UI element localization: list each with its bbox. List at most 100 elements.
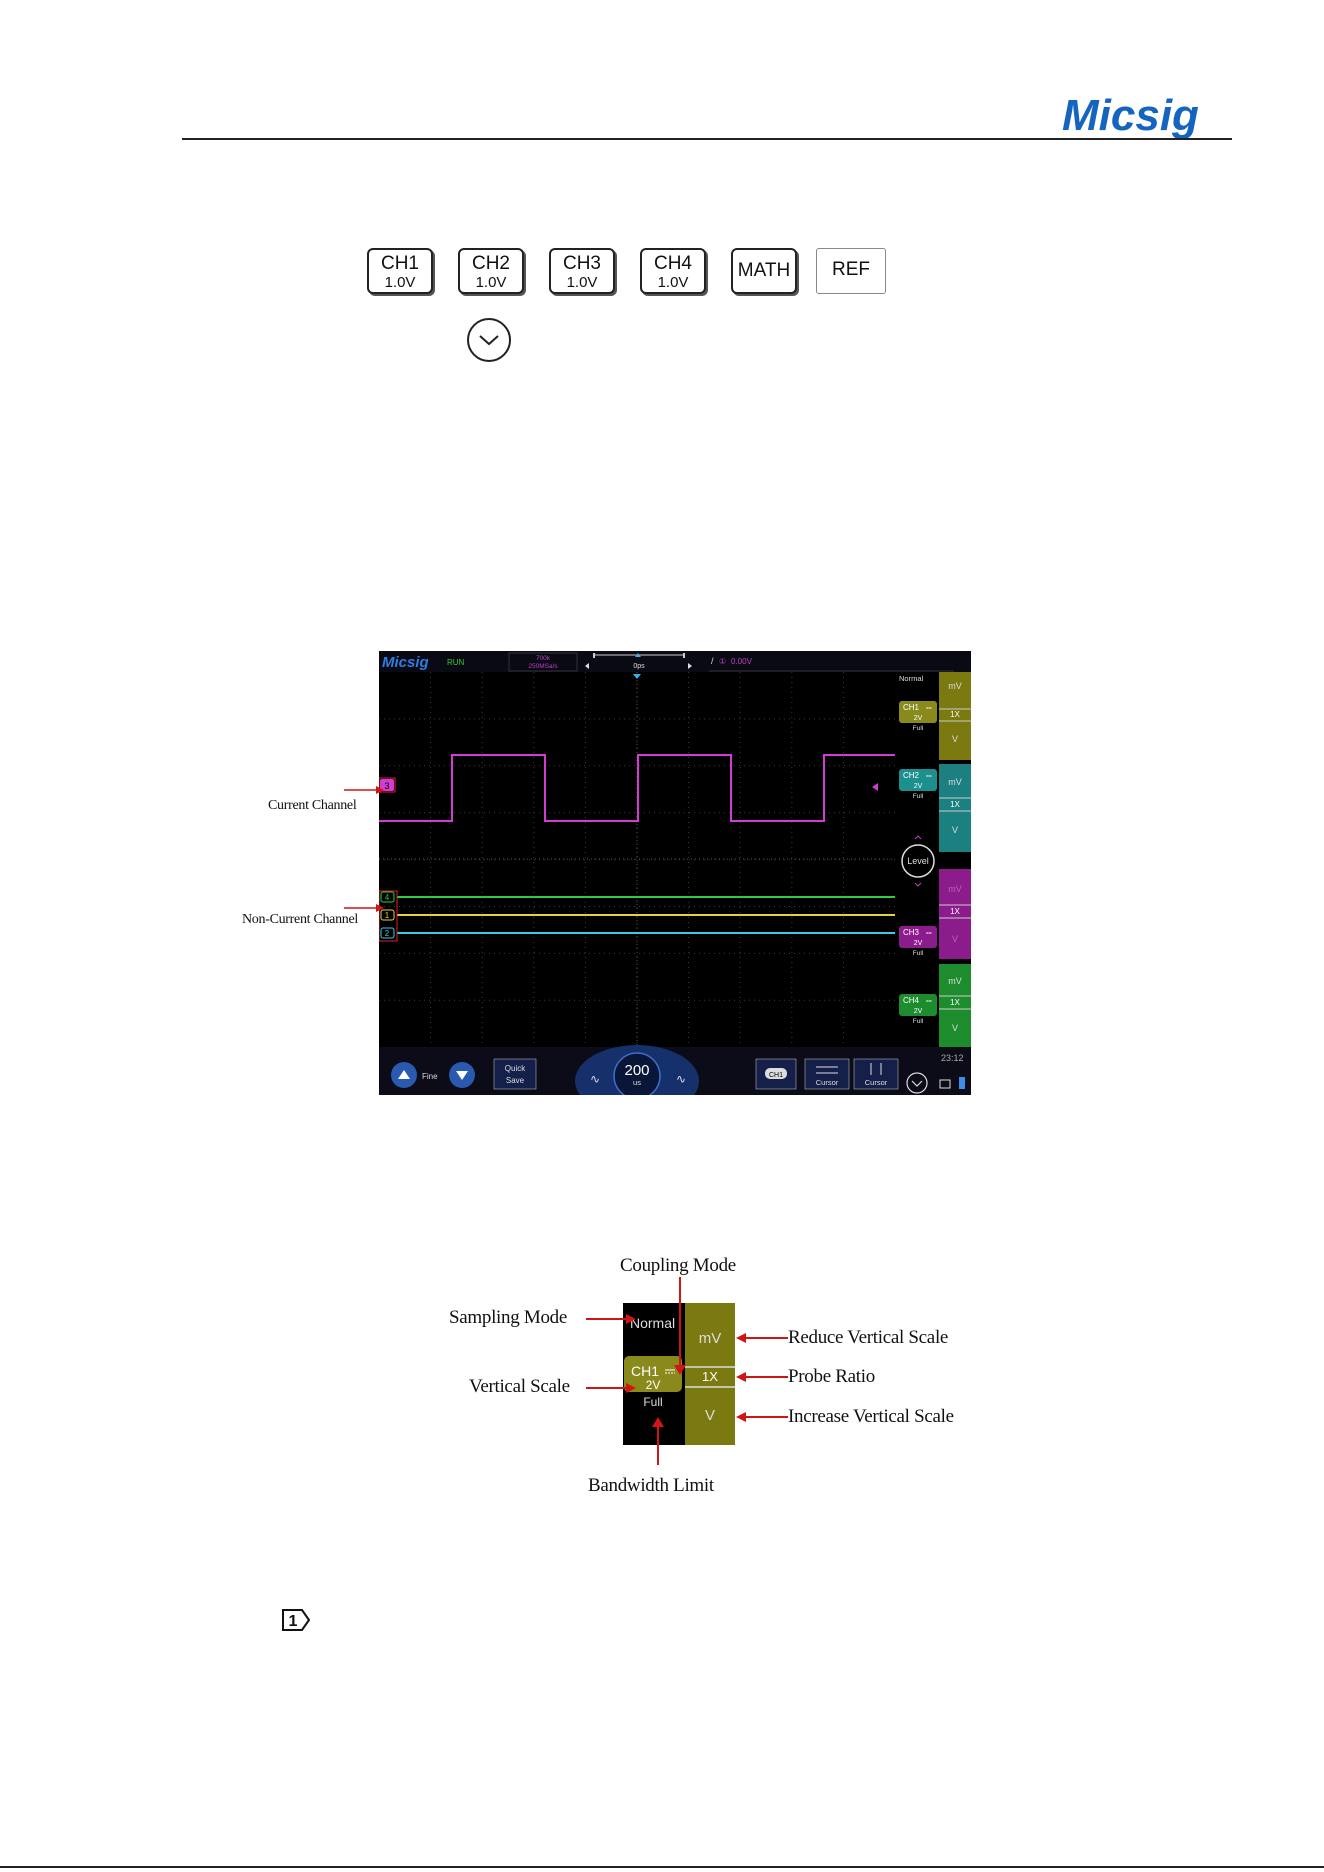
chevron-down-button[interactable]	[467, 318, 511, 362]
battery-icon	[959, 1077, 965, 1089]
scope-svg: Micsig RUN 700k 250MSa/s 0ps / ① 0.00V	[379, 651, 971, 1095]
timebase-knob[interactable]	[613, 1052, 661, 1095]
ch2-scale: 2V	[914, 783, 923, 790]
non-current-channel-arrowhead-icon	[376, 904, 384, 912]
reduce-vertical-scale-callout: Reduce Vertical Scale	[788, 1327, 949, 1348]
ch1-button[interactable]: CH1 1.0V	[367, 248, 433, 294]
ch2-scale-strip	[939, 764, 971, 852]
ch3-increase-button[interactable]: V	[952, 934, 958, 944]
ch1-marker[interactable]: 1	[380, 909, 395, 921]
ch1-scale-badge[interactable]	[899, 701, 937, 723]
note-number: 1	[289, 1613, 298, 1630]
ch2-button-value: 1.0V	[475, 274, 507, 291]
ch3-scale-strip	[939, 869, 971, 959]
ch3-button-value: 1.0V	[566, 274, 598, 291]
micsig-logo: Micsig	[1062, 91, 1199, 140]
triangle-down-icon	[456, 1071, 468, 1080]
level-control[interactable]: Level	[901, 835, 935, 887]
sampling-mode-arrowhead-icon	[626, 1314, 636, 1324]
ch3-button[interactable]: CH3 1.0V	[549, 248, 615, 294]
trigger-slope-icon[interactable]: /	[711, 656, 714, 666]
ch4-reduce-button[interactable]: mV	[948, 976, 962, 986]
current-channel-arrowhead-icon	[376, 786, 384, 794]
annotation-arrows	[344, 786, 384, 912]
probe-ratio-callout: Probe Ratio	[788, 1366, 875, 1387]
detail-bandwidth: Full	[643, 1395, 662, 1409]
channel-chip	[765, 1068, 787, 1079]
sampling-mode[interactable]: Normal	[899, 674, 924, 683]
ch2-scale-badge[interactable]	[899, 769, 937, 791]
ch1-probe-ratio[interactable]: 1X	[950, 710, 960, 719]
ch1-bandwidth: Full	[913, 725, 924, 732]
quick-save-line1: Quick	[505, 1064, 526, 1073]
acquire-box[interactable]	[508, 652, 578, 672]
ch4-probe-ratio[interactable]: 1X	[950, 998, 960, 1007]
ch3-probe-ratio[interactable]: 1X	[950, 907, 960, 916]
trigger-level-marker-icon[interactable]	[872, 783, 878, 791]
ch2-reduce-button[interactable]: mV	[948, 777, 962, 787]
current-channel-marker[interactable]: 3	[379, 777, 396, 793]
math-button-label: MATH	[737, 260, 791, 281]
quick-save-button[interactable]	[493, 1058, 537, 1090]
current-channel-label: Current Channel	[268, 798, 357, 813]
ch4-button[interactable]: CH4 1.0V	[640, 248, 706, 294]
micsig-logo-text: Micsig	[1062, 91, 1199, 140]
ch4-button-label: CH4	[653, 253, 692, 274]
detail-callout-arrows	[586, 1277, 788, 1465]
vertical-cursor-button[interactable]	[853, 1058, 899, 1090]
detail-channel-badge	[624, 1356, 682, 1392]
scope-brand: Micsig	[382, 654, 429, 671]
timebase-increase-icon[interactable]: ∿	[676, 1072, 686, 1086]
ch2-badge-name: CH2	[903, 771, 920, 780]
position-left-arrow-icon[interactable]	[585, 663, 589, 669]
ch2-bandwidth: Full	[913, 793, 924, 800]
ch1-increase-button[interactable]: V	[952, 734, 958, 744]
coupling-mode-callout: Coupling Mode	[620, 1255, 736, 1276]
position-right-arrow-icon[interactable]	[688, 663, 692, 669]
trigger-level-readout[interactable]: 0.00V	[731, 657, 753, 666]
ch1-marker-label: 1	[385, 911, 390, 920]
trigger-source: ①	[719, 657, 726, 666]
ch3-trace	[379, 754, 895, 822]
ch4-badge-name: CH4	[903, 996, 920, 1005]
chevron-down-icon	[911, 1080, 923, 1087]
vertical-scale-arrowhead-icon	[626, 1383, 636, 1393]
ch3-reduce-button[interactable]: mV	[948, 884, 962, 894]
oscilloscope-screenshot: Micsig RUN 700k 250MSa/s 0ps / ① 0.00V	[379, 651, 971, 1095]
timebase-decrease-icon[interactable]: ∿	[590, 1072, 600, 1086]
ch2-increase-button[interactable]: V	[952, 825, 958, 835]
ref-button[interactable]: REF	[816, 248, 886, 294]
header-rule	[182, 138, 1232, 140]
ch4-scale-badge[interactable]	[899, 994, 937, 1016]
ch2-button-label: CH2	[471, 253, 510, 274]
fine-label: Fine	[422, 1072, 438, 1081]
ch3-scale-badge[interactable]	[899, 926, 937, 948]
horizontal-cursor-label: Cursor	[816, 1078, 839, 1087]
detail-scale: 2V	[646, 1378, 661, 1392]
ch1-badge-name: CH1	[903, 703, 920, 712]
ch2-probe-ratio[interactable]: 1X	[950, 800, 960, 809]
reduce-vertical-scale-arrowhead-icon	[736, 1333, 746, 1343]
run-status[interactable]: RUN	[447, 658, 465, 667]
sample-rate: 250MSa/s	[528, 663, 558, 670]
ch2-marker[interactable]: 2	[380, 927, 395, 939]
increase-vertical-scale-callout: Increase Vertical Scale	[788, 1406, 954, 1427]
ch4-button-value: 1.0V	[657, 274, 689, 291]
chevron-down-icon	[479, 335, 499, 346]
menu-chevron-button[interactable]	[906, 1072, 928, 1094]
increase-vertical-scale-arrowhead-icon	[736, 1412, 746, 1422]
non-current-marker-box	[379, 890, 398, 942]
math-button[interactable]: MATH	[731, 248, 797, 294]
plot-area	[379, 672, 895, 1047]
level-down-icon	[914, 882, 922, 887]
bandwidth-limit-arrowhead-icon	[652, 1417, 664, 1427]
horizontal-cursor-button[interactable]	[804, 1058, 850, 1090]
vertical-scale-callout: Vertical Scale	[469, 1376, 570, 1397]
ch4-increase-button[interactable]: V	[952, 1023, 958, 1033]
ch4-marker[interactable]: 4	[380, 891, 395, 903]
position-bar-left-cap	[593, 653, 595, 658]
ch1-reduce-button[interactable]: mV	[948, 681, 962, 691]
detail-channel: CH1	[631, 1363, 659, 1379]
detail-sampling-mode: Normal	[630, 1315, 675, 1331]
ch2-button[interactable]: CH2 1.0V	[458, 248, 524, 294]
